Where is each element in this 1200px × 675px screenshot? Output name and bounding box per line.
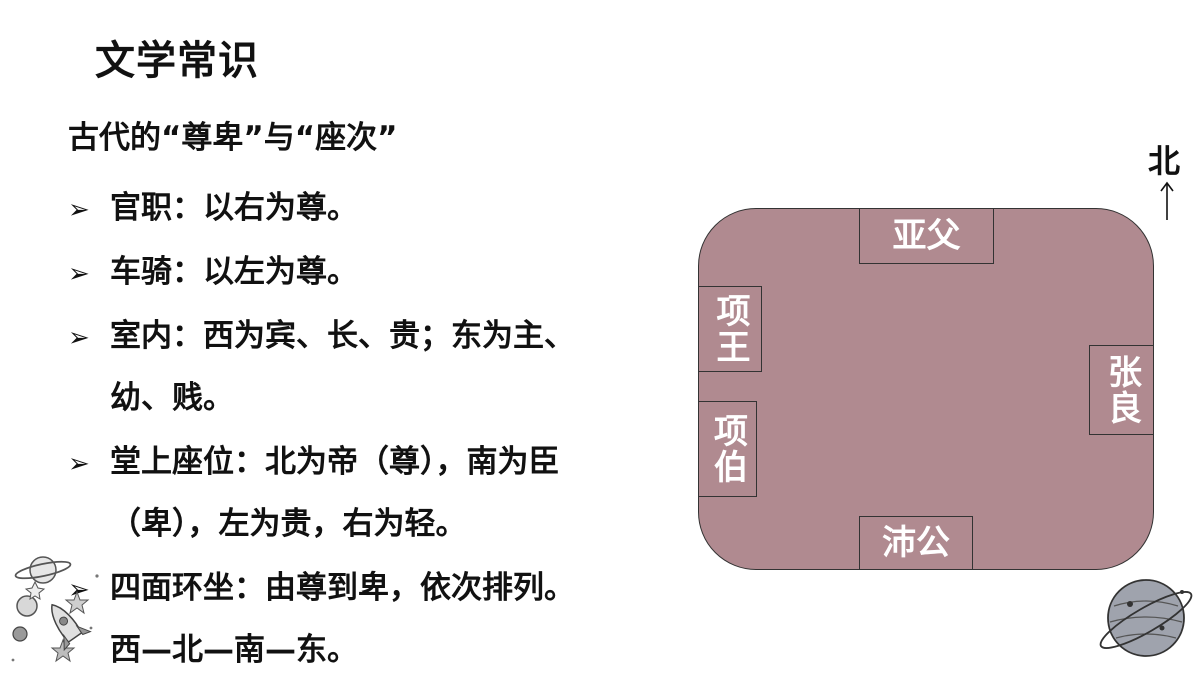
arrowhead-bullet-icon: ➢ (68, 195, 90, 225)
bullet-continuation: （卑），左为贵，右为轻。 (110, 506, 467, 542)
seat-left-upper: 项王 (698, 286, 762, 372)
bullet-item: ➢四面环坐：由尊到卑，依次排列。 (68, 570, 575, 606)
seat-top: 亚父 (859, 208, 994, 264)
space-rocket-planet-icon (11, 556, 99, 663)
bullet-continuation: 幼、贱。 (110, 380, 234, 416)
seat-right: 张良 (1089, 345, 1154, 435)
planet-icon (1099, 579, 1193, 657)
bullet-item: ➢室内：西为宾、长、贵；东为主、 (68, 318, 575, 354)
seating-table (698, 208, 1154, 570)
page-title: 文学常识 (95, 38, 259, 84)
seat-left-lower: 项伯 (698, 401, 757, 497)
seat-bottom: 沛公 (859, 516, 973, 570)
arrowhead-bullet-icon: ➢ (68, 575, 90, 605)
north-label: 北 (1147, 142, 1180, 180)
arrowhead-bullet-icon: ➢ (68, 449, 90, 479)
bullet-item: ➢官职：以右为尊。 (68, 190, 358, 226)
arrowhead-bullet-icon: ➢ (68, 323, 90, 353)
bullet-continuation: 西—北—南—东。 (110, 632, 358, 668)
bullet-item: ➢堂上座位：北为帝（尊），南为臣 (68, 444, 560, 480)
north-arrow-icon (1160, 181, 1174, 220)
arrowhead-bullet-icon: ➢ (68, 259, 90, 289)
bullet-item: ➢车骑：以左为尊。 (68, 254, 358, 290)
section-subtitle: 古代的“尊卑”与“座次” (68, 120, 398, 156)
